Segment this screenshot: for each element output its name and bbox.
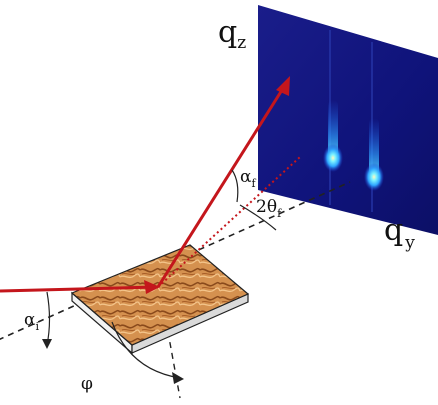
alpha-f-arc: [231, 169, 239, 203]
alpha-i-arc: [46, 291, 51, 346]
phi-arrowhead: [172, 372, 184, 384]
incident-beam: [0, 285, 159, 293]
scattered-beam: [156, 89, 284, 288]
alpha-f-label: αf: [240, 167, 256, 190]
alpha-i-label: αi: [24, 310, 39, 333]
qz-label: qz: [218, 15, 246, 53]
two-theta-f-label: 2θf: [256, 197, 282, 220]
scatter-spot-1: [323, 144, 343, 172]
detector-plane: [258, 5, 438, 235]
phi-label: φ: [81, 374, 93, 394]
sample-substrate: [70, 244, 250, 355]
incident-beam-arrowhead: [144, 280, 160, 294]
alpha-i-arrowhead: [42, 339, 52, 349]
scatter-spot-2: [364, 163, 384, 191]
phi-arc: [111, 321, 181, 379]
two-theta-f-arc: [239, 204, 277, 231]
in-plane-projection-dotted: [157, 156, 301, 288]
scatter-streak-2: [369, 118, 379, 178]
scattered-beam-arrowhead: [276, 76, 290, 96]
